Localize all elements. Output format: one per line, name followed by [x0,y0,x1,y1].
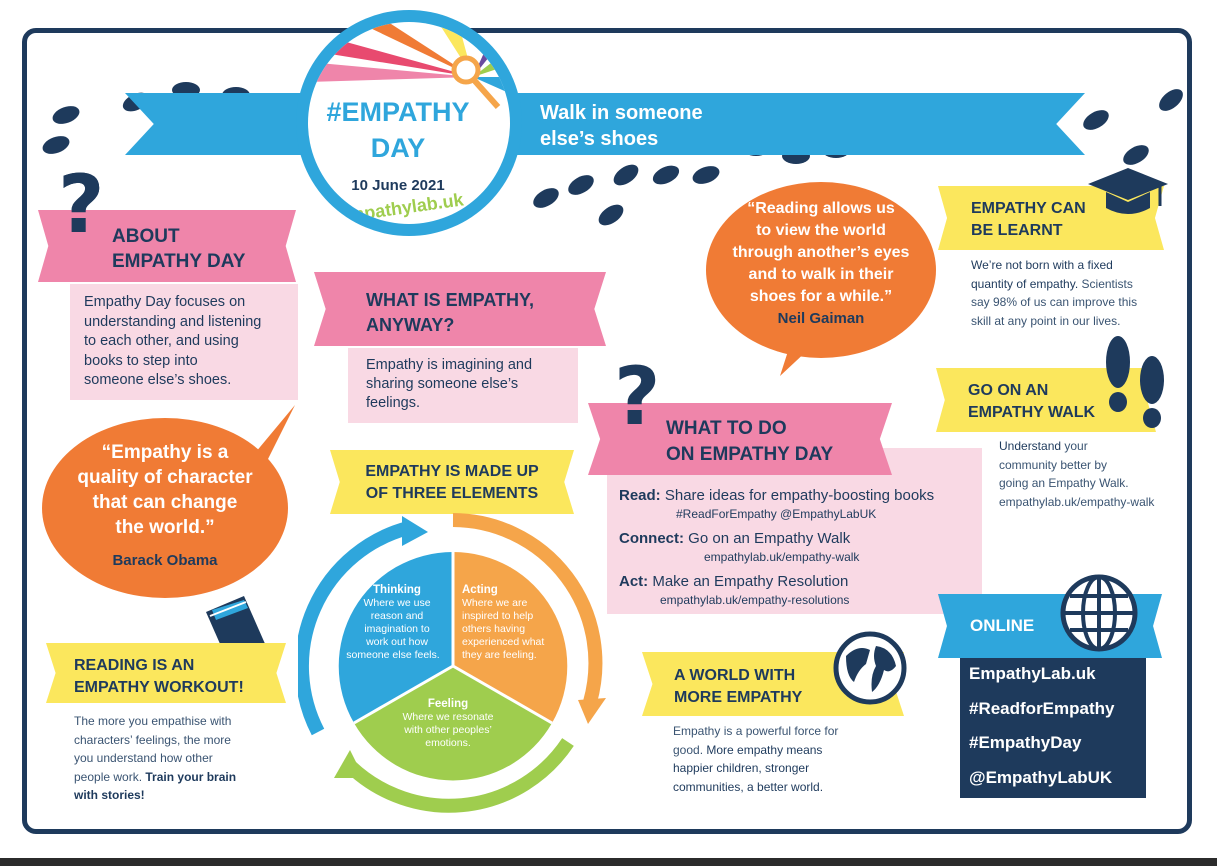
thinking-label: Thinking [373,584,421,596]
obama-quote-bubble [42,418,288,598]
obama-author: Barack Obama [112,552,218,569]
about-title-2: EMPATHY DAY [112,251,246,272]
learnt-title: EMPATHY CAN [971,200,1086,217]
walk-title: GO ON AN [968,382,1049,399]
read-sub: #ReadForEmpathy @EmpathyLabUK [676,507,877,521]
feeling-label: Feeling [427,698,469,710]
elements-banner [330,450,574,514]
walk-text: Understand your community better by goin… [999,439,1155,509]
magnifier-icon [308,22,510,109]
what-is-text: Empathy is imagining and sharing someone… [366,357,533,411]
walk-title-2: EMPATHY WALK [968,404,1096,421]
cycle-arrow-icon [452,513,603,704]
what-is-box [348,348,578,423]
act-action: Act: Make an Empathy Resolution [619,573,849,590]
www-globe-icon [1060,574,1138,652]
workout-text: The more you empathise with characters’ … [74,714,237,802]
elements-title-2: OF THREE ELEMENTS [365,485,539,502]
gaiman-quote: “Reading allows us to view the world thr… [732,200,910,305]
badge-title-2: DAY [370,133,426,163]
badge-title: #EMPATHY [326,97,470,127]
elements-title: EMPATHY IS MADE UP [365,463,539,480]
header-badge: #EMPATHY DAY 10 June 2021 empathylab.uk [308,22,510,224]
what-is-title: WHAT IS EMPATHY, [366,290,534,310]
tagline-banner [125,93,1085,155]
about-text: Empathy Day focuses on understanding and… [84,294,262,388]
world-text: Empathy is a powerful force for good. Mo… [673,724,839,794]
globe-icon [833,631,907,705]
obama-quote: “Empathy is a quality of character that … [77,442,253,538]
online-link[interactable]: EmpathyLab.uk [969,664,1096,683]
acting-text: Acting Where we are inspired to help oth… [462,584,562,662]
what-is-banner [314,272,606,346]
connect-sub: empathylab.uk/empathy-walk [704,550,860,564]
event-date: 10 June 2021 [351,177,445,194]
workout-title-2: EMPATHY WORKOUT! [74,679,244,696]
footprints-icon [1106,336,1164,428]
gaiman-author: Neil Gaiman [777,310,865,327]
cycle-diagram [298,513,606,813]
online-hashtag-2[interactable]: #EmpathyDay [969,733,1082,752]
gaiman-quote-bubble [706,182,936,358]
online-box [960,656,1146,798]
online-title: ONLINE [970,616,1035,635]
act-sub: empathylab.uk/empathy-resolutions [660,593,850,607]
thinking-segment [338,551,453,723]
what-is-title-2: ANYWAY? [366,315,455,335]
question-mark-icon-front: ? [58,158,105,251]
what-to-do-title: WHAT TO DO [666,418,787,439]
online-handle[interactable]: @EmpathyLabUK [969,768,1113,787]
acting-label: Acting [462,584,498,596]
what-to-do-banner [588,403,892,475]
connect-action: Connect: Go on an Empathy Walk [619,530,851,547]
online-hashtag[interactable]: #ReadforEmpathy [969,699,1115,718]
feeling-text: Feeling Where we resonate with other peo… [388,698,508,750]
learnt-title-2: BE LEARNT [971,222,1063,239]
world-title: A WORLD WITH [674,667,796,684]
world-title-2: MORE EMPATHY [674,689,803,706]
thinking-text: Thinking Where we use reason and imagina… [346,584,442,662]
tagline: Walk in someone else’s shoes [540,102,703,150]
question-mark-icon-2: ? [614,350,661,443]
learnt-text: We’re not born with a fixed quantity of … [971,258,1138,328]
about-title: ABOUT [112,226,180,247]
acting-segment [453,551,568,723]
about-box [70,284,298,400]
workout-title: READING IS AN [74,657,195,674]
bottom-edge [0,858,1217,866]
workout-banner [46,643,286,703]
about-banner [38,210,296,282]
what-to-do-box [607,448,982,614]
graduation-cap-icon [1088,168,1168,214]
read-action: Read: Share ideas for empathy-boosting b… [619,487,935,504]
what-to-do-title-2: ON EMPATHY DAY [666,444,834,465]
